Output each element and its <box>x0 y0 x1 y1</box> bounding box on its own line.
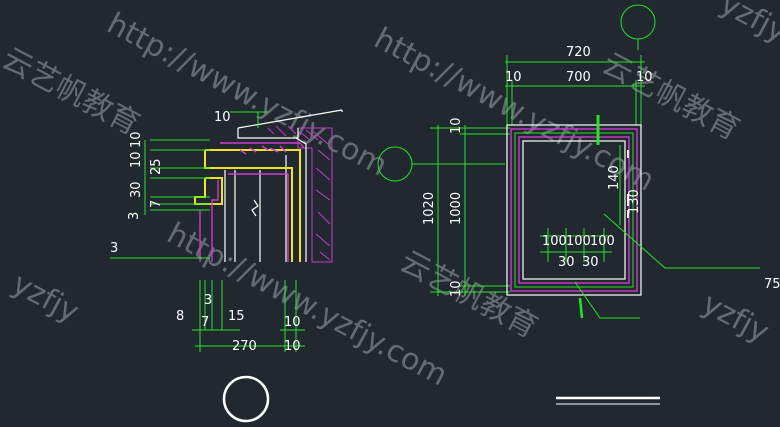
right-plan-detail[interactable]: 720 700 10 10 1020 1000 10 10 140 130 10… <box>377 4 780 319</box>
watermark-url-corner: yzfjy <box>714 0 780 50</box>
dim-label-8: 8 <box>176 309 184 324</box>
outline-top <box>237 128 299 139</box>
dim-label-3-left: 3 <box>110 241 118 256</box>
dim-label-15: 15 <box>228 309 245 324</box>
dim-label-130: 130 <box>627 189 642 214</box>
dim-label-1000: 1000 <box>449 192 464 225</box>
dim-label-25: 25 <box>149 158 164 175</box>
axis-marker-top[interactable] <box>620 4 656 40</box>
watermark-brand-left: 云艺帆教育 <box>0 41 145 142</box>
watermark-url-lower-left: yzfjy <box>6 266 84 330</box>
dim-label-140: 140 <box>607 165 622 190</box>
dim-label-30: 30 <box>129 181 144 198</box>
dim-label-720: 720 <box>566 45 591 60</box>
wall-hatch <box>267 125 333 263</box>
dim-label-30-a: 30 <box>558 255 575 270</box>
dim-label-7-bottom: 7 <box>201 315 209 330</box>
dim-label-10-bottom-b: 10 <box>284 339 301 354</box>
dim-label-10-edge-left: 10 <box>505 70 522 85</box>
dim-label-100-a: 100 <box>542 234 567 249</box>
dim-label-100-b: 100 <box>566 234 591 249</box>
frame-yellow <box>205 149 301 262</box>
finish-magenta <box>220 142 305 149</box>
dim-label-3-vert: 3 <box>127 212 142 220</box>
plan-outer-box <box>506 124 642 296</box>
dim-label-100-c: 100 <box>590 234 615 249</box>
section-marker-circle[interactable] <box>222 375 270 423</box>
watermark-layer: http://www.yzfjy.com http://www.yzfjy.co… <box>0 0 780 393</box>
dim-label-10-edge-top: 10 <box>449 117 464 134</box>
dim-label-1020: 1020 <box>422 192 437 225</box>
left-section-detail[interactable]: 10 10 25 30 7 3 3 10 8 3 7 15 10 270 10 <box>110 109 343 354</box>
dim-label-10-bottom-a: 10 <box>284 315 301 330</box>
dim-label-10-second: 10 <box>129 151 144 168</box>
watermark-url-right: yzfjy <box>696 286 774 350</box>
dim-label-10-mid: 10 <box>214 110 231 125</box>
dim-label-10-edge-right: 10 <box>636 70 653 85</box>
dim-label-10-edge-bottom: 10 <box>449 280 464 297</box>
dim-label-30-b: 30 <box>582 255 599 270</box>
dim-label-270: 270 <box>232 339 257 354</box>
side-label-75: 75 <box>764 277 780 292</box>
dim-label-10-top: 10 <box>129 131 144 148</box>
dim-label-7: 7 <box>149 200 164 208</box>
watermark-brand-right: 云艺帆教育 <box>596 46 745 147</box>
dim-label-700: 700 <box>566 70 591 85</box>
dim-label-3-bottom: 3 <box>204 293 212 308</box>
